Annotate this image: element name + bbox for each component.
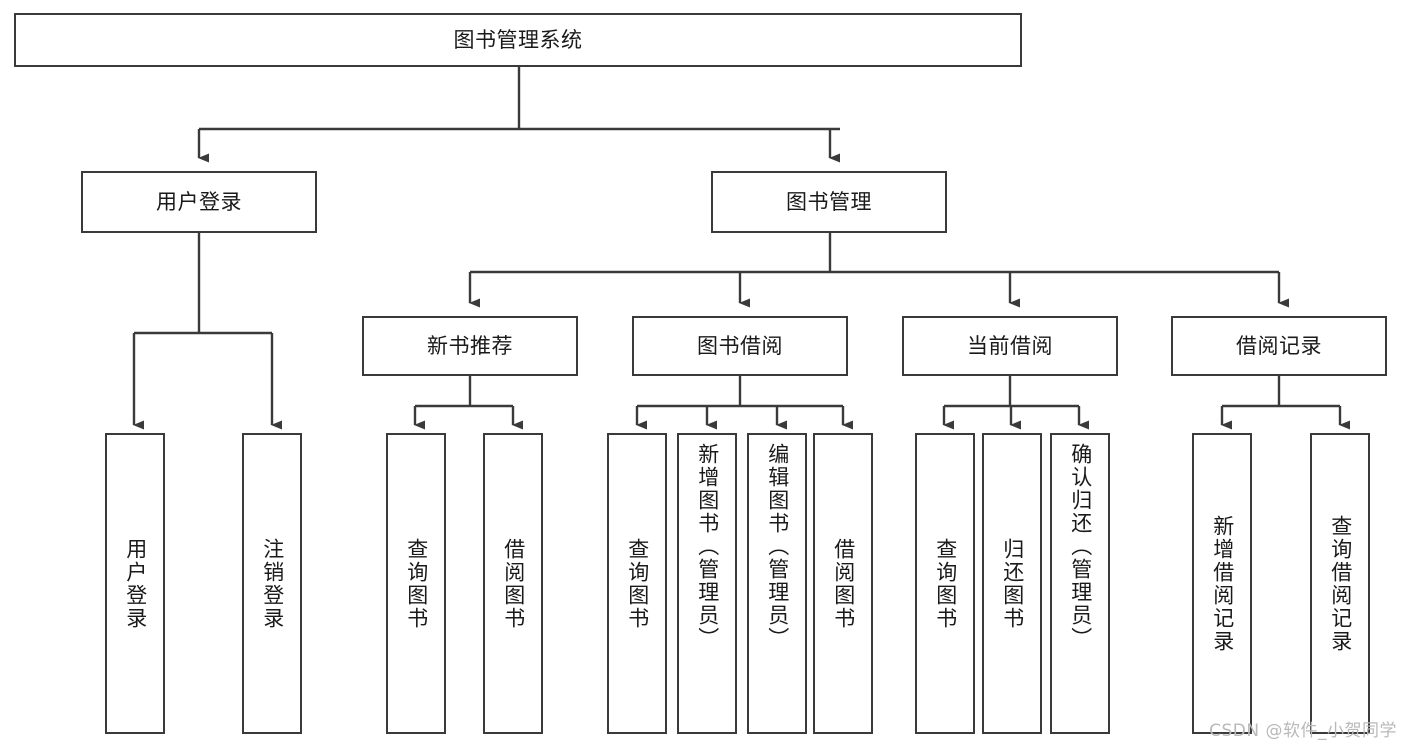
node-book-borrow[interactable]: 图书借阅: [632, 316, 848, 376]
node-book-borrow-label: 图书借阅: [697, 333, 783, 358]
leaf-confirm-return-admin[interactable]: 确认归还（管理员）: [1050, 433, 1110, 734]
node-root-label: 图书管理系统: [453, 27, 583, 52]
leaf-add-book-admin[interactable]: 新增图书（管理员）: [677, 433, 737, 734]
node-current-borrow[interactable]: 当前借阅: [902, 316, 1118, 376]
leaf-borrow-book[interactable]: 借阅图书: [813, 433, 873, 734]
leaf-query-book-recommend-label: 查询图书: [404, 537, 429, 630]
watermark: CSDN @软件_小贺同学: [1209, 721, 1397, 741]
leaf-user-login-label: 用户登录: [123, 537, 148, 630]
leaf-query-book-current-label: 查询图书: [933, 537, 958, 630]
node-new-book-recommend-label: 新书推荐: [427, 333, 513, 358]
leaf-query-book-current[interactable]: 查询图书: [915, 433, 975, 734]
leaf-query-borrow-record-label: 查询借阅记录: [1328, 514, 1353, 653]
leaf-borrow-book-label: 借阅图书: [831, 537, 856, 630]
leaf-borrow-book-recommend[interactable]: 借阅图书: [483, 433, 543, 734]
leaf-query-book-recommend[interactable]: 查询图书: [386, 433, 446, 734]
leaf-return-book-label: 归还图书: [1000, 537, 1025, 630]
node-current-borrow-label: 当前借阅: [967, 333, 1053, 358]
leaf-return-book[interactable]: 归还图书: [982, 433, 1042, 734]
node-book-management-label: 图书管理: [786, 189, 872, 214]
node-root[interactable]: 图书管理系统: [14, 13, 1022, 67]
leaf-logout-label: 注销登录: [260, 537, 285, 630]
node-new-book-recommend[interactable]: 新书推荐: [362, 316, 578, 376]
leaf-borrow-book-recommend-label: 借阅图书: [501, 537, 526, 630]
node-user-login-label: 用户登录: [156, 189, 242, 214]
leaf-add-book-admin-label: 新增图书（管理员）: [695, 443, 720, 650]
leaf-edit-book-admin[interactable]: 编辑图书（管理员）: [747, 433, 807, 734]
leaf-query-book-borrow-label: 查询图书: [625, 537, 650, 630]
node-borrow-records-label: 借阅记录: [1236, 333, 1322, 358]
leaf-add-borrow-record[interactable]: 新增借阅记录: [1192, 433, 1252, 734]
leaf-confirm-return-admin-label: 确认归还（管理员）: [1068, 443, 1093, 650]
node-borrow-records[interactable]: 借阅记录: [1171, 316, 1387, 376]
node-book-management[interactable]: 图书管理: [711, 171, 947, 233]
leaf-add-borrow-record-label: 新增借阅记录: [1210, 514, 1235, 653]
leaf-user-login[interactable]: 用户登录: [105, 433, 165, 734]
leaf-edit-book-admin-label: 编辑图书（管理员）: [765, 443, 790, 650]
leaf-query-book-borrow[interactable]: 查询图书: [607, 433, 667, 734]
node-user-login[interactable]: 用户登录: [81, 171, 317, 233]
leaf-query-borrow-record[interactable]: 查询借阅记录: [1310, 433, 1370, 734]
leaf-logout[interactable]: 注销登录: [242, 433, 302, 734]
